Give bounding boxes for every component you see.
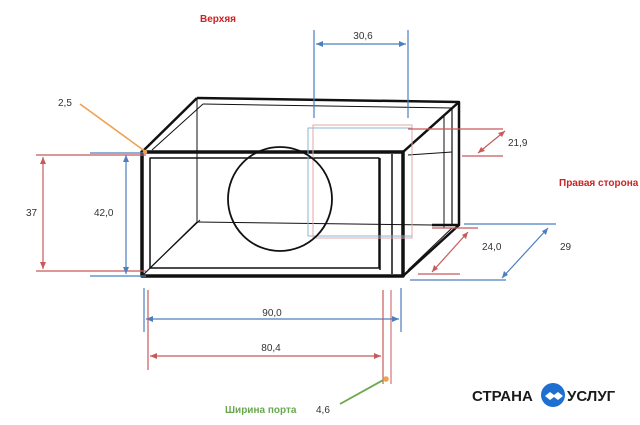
dimension-label-90-0: 90,0 <box>262 308 282 319</box>
dimension-label-37: 37 <box>26 208 38 219</box>
dimension-label-29: 29 <box>560 242 572 253</box>
dimension-label-4-6: 4,6 <box>316 405 330 416</box>
wall-thickness-marker <box>142 149 148 155</box>
speaker-circle <box>227 146 333 252</box>
right-side-label: Правая сторона <box>559 178 639 189</box>
back-panel-outline <box>196 96 461 227</box>
logo-right-word: УСЛУГ <box>567 388 616 405</box>
dimension-37 <box>36 154 146 272</box>
dimension-80-4 <box>147 290 384 384</box>
port-outline <box>307 124 413 239</box>
dimension-label-30-6: 30,6 <box>353 31 373 42</box>
dimension-42-0 <box>90 152 146 277</box>
port-width-leader <box>339 378 386 405</box>
dimension-29 <box>410 223 556 281</box>
logo-left-word: СТРАНА <box>472 388 533 405</box>
dimension-label-80-4: 80,4 <box>261 343 281 354</box>
dimension-label-21-9: 21,9 <box>508 138 528 149</box>
logo: СТРАНА УСЛУГ <box>472 383 616 407</box>
wall-thickness-leader <box>79 103 147 153</box>
dimension-24-0 <box>418 227 478 275</box>
top-label: Верхяя <box>200 14 236 25</box>
port-width-marker <box>383 376 389 382</box>
dimension-label-2-5: 2,5 <box>58 98 72 109</box>
dimension-label-42-0: 42,0 <box>94 208 114 219</box>
handshake-icon <box>541 383 565 407</box>
dimension-30-6 <box>313 30 409 118</box>
box-frame <box>140 96 461 278</box>
port-width-caption: Ширина порта <box>225 405 297 416</box>
front-panel-outer <box>140 150 405 278</box>
dimension-label-24-0: 24,0 <box>482 242 502 253</box>
front-panel-inner <box>149 157 380 269</box>
dimension-21-9 <box>408 128 506 157</box>
dimension-90-0 <box>143 288 402 332</box>
